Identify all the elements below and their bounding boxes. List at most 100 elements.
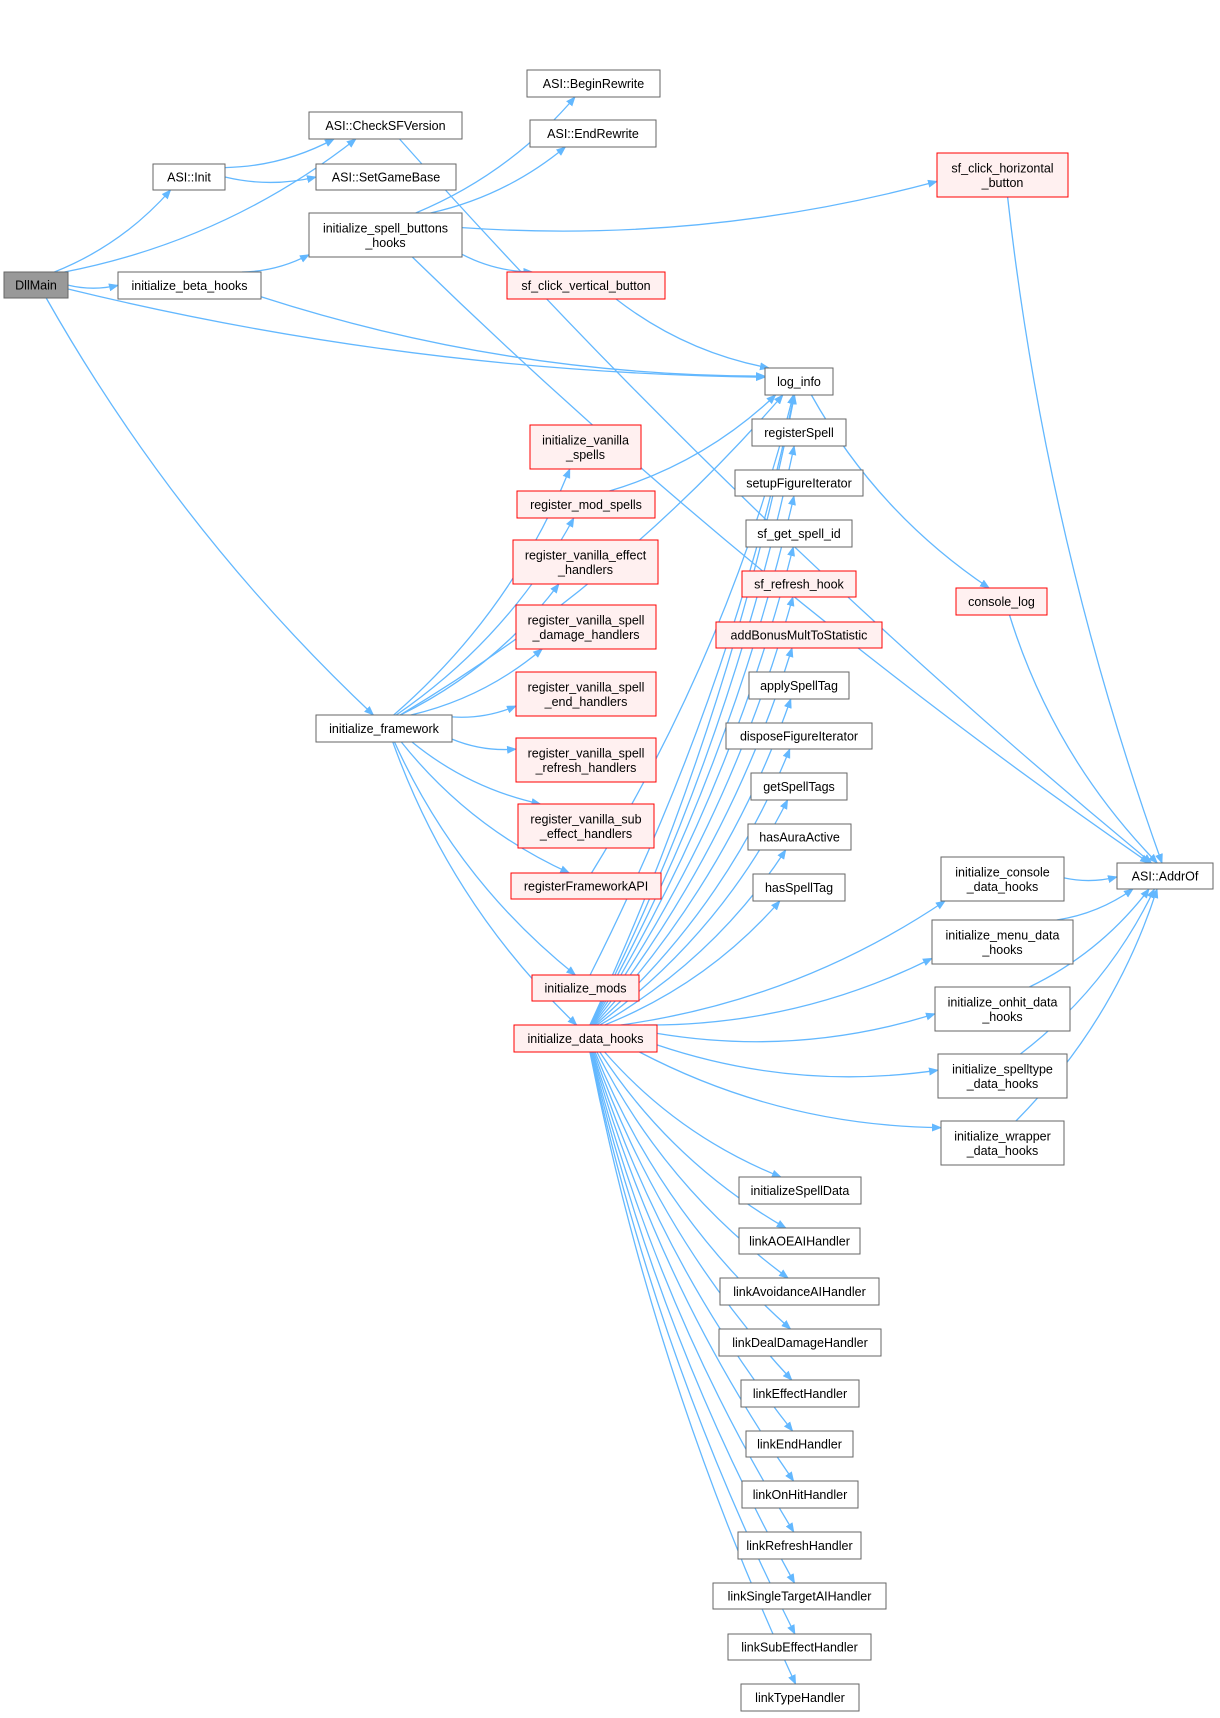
node-init_beta[interactable]: initialize_beta_hooks bbox=[117, 271, 262, 300]
node-linkavoid[interactable]: linkAvoidanceAIHandler bbox=[719, 1277, 880, 1306]
node-getspelltags[interactable]: getSpellTags bbox=[750, 772, 848, 801]
node-box bbox=[752, 873, 846, 902]
node-label: _data_hooks bbox=[966, 1077, 1039, 1091]
node-box bbox=[936, 152, 1069, 198]
node-linkdeal[interactable]: linkDealDamageHandler bbox=[718, 1328, 882, 1357]
node-init_console[interactable]: initialize_console_data_hooks bbox=[940, 856, 1065, 902]
node-box bbox=[308, 212, 463, 258]
node-box bbox=[751, 418, 847, 447]
node-log_info[interactable]: log_info bbox=[764, 367, 834, 396]
edge-init_data-to-init_menu bbox=[643, 957, 933, 1026]
edge-init_onhit-to-addrof bbox=[1029, 888, 1150, 988]
node-label: _end_handlers bbox=[544, 695, 628, 709]
node-hasspelltag[interactable]: hasSpellTag bbox=[752, 873, 846, 902]
node-dllmain[interactable]: DllMain bbox=[3, 271, 69, 299]
edge-console_log-to-addrof bbox=[1008, 614, 1158, 864]
node-box bbox=[737, 1531, 862, 1560]
node-label: applySpellTag bbox=[760, 679, 838, 693]
node-init_menu[interactable]: initialize_menu_data_hooks bbox=[931, 919, 1074, 965]
node-disposefig[interactable]: disposeFigureIterator bbox=[725, 722, 873, 750]
node-box bbox=[529, 119, 657, 148]
edge-dllmain-to-log_info bbox=[67, 288, 766, 382]
node-beginrewrite[interactable]: ASI::BeginRewrite bbox=[526, 69, 661, 98]
edge-init_fw-to-init_mods bbox=[393, 741, 577, 976]
node-addrof[interactable]: ASI::AddrOf bbox=[1116, 862, 1214, 890]
node-setgamebase[interactable]: ASI::SetGameBase bbox=[315, 163, 457, 191]
node-box bbox=[940, 1120, 1065, 1166]
node-reg_fwapi[interactable]: registerFrameworkAPI bbox=[510, 872, 662, 900]
node-label: log_info bbox=[777, 375, 821, 389]
edge-init_data-to-sfgetspellid bbox=[590, 546, 795, 1026]
node-sf_click_vertical[interactable]: sf_click_vertical_button bbox=[506, 271, 666, 300]
edge-init_menu-to-addrof bbox=[1056, 888, 1134, 921]
node-addbonus[interactable]: addBonusMultToStatistic bbox=[715, 621, 883, 649]
edge-init_data-to-init_console bbox=[620, 900, 946, 1026]
node-box bbox=[747, 823, 852, 851]
node-init_vanilla_spells[interactable]: initialize_vanilla_spells bbox=[529, 424, 642, 470]
node-reg_end[interactable]: register_vanilla_spell_end_handlers bbox=[515, 671, 657, 717]
node-linkaoe[interactable]: linkAOEAIHandler bbox=[738, 1227, 861, 1255]
node-label: register_vanilla_effect bbox=[525, 548, 647, 562]
node-init_data[interactable]: initialize_data_hooks bbox=[513, 1024, 658, 1053]
node-box bbox=[741, 1480, 859, 1509]
node-reg_damage[interactable]: register_vanilla_spell_damage_handlers bbox=[515, 604, 657, 650]
edge-init_data-to-hasspelltag bbox=[604, 900, 781, 1026]
node-label: ASI::EndRewrite bbox=[547, 127, 639, 141]
node-label: linkSingleTargetAIHandler bbox=[728, 1590, 872, 1604]
node-reg_mod_spells[interactable]: register_mod_spells bbox=[516, 490, 656, 519]
node-init_wrapper[interactable]: initialize_wrapper_data_hooks bbox=[940, 1120, 1065, 1166]
node-box bbox=[715, 621, 883, 649]
node-box bbox=[718, 1328, 882, 1357]
node-label: initialize_mods bbox=[545, 982, 627, 996]
node-sf_click_horizontal[interactable]: sf_click_horizontal_button bbox=[936, 152, 1069, 198]
node-linkeffect[interactable]: linkEffectHandler bbox=[740, 1379, 860, 1408]
node-init_spelltype[interactable]: initialize_spelltype_data_hooks bbox=[937, 1053, 1068, 1099]
node-linkrefresh[interactable]: linkRefreshHandler bbox=[737, 1531, 862, 1560]
node-asi_init[interactable]: ASI::Init bbox=[152, 163, 226, 191]
node-console_log[interactable]: console_log bbox=[955, 587, 1048, 616]
node-linksingle[interactable]: linkSingleTargetAIHandler bbox=[712, 1582, 887, 1610]
edge-init_data-to-init_spelltype bbox=[656, 1044, 939, 1078]
node-label: linkEffectHandler bbox=[753, 1387, 847, 1401]
edge-init_console-to-addrof bbox=[1063, 875, 1118, 884]
node-linktype[interactable]: linkTypeHandler bbox=[740, 1683, 860, 1712]
node-applyspelltag[interactable]: applySpellTag bbox=[748, 671, 850, 700]
node-reg_refresh[interactable]: register_vanilla_spell_refresh_handlers bbox=[515, 737, 657, 783]
edge-checksf-to-addrof bbox=[399, 138, 1153, 864]
edge-init_fw-to-reg_end bbox=[451, 705, 517, 718]
node-box bbox=[308, 111, 463, 140]
node-box bbox=[531, 974, 640, 1002]
edge-dllmain-to-init_fw bbox=[45, 297, 375, 716]
edge-dllmain-to-asi_init bbox=[54, 189, 172, 273]
node-endrewrite[interactable]: ASI::EndRewrite bbox=[529, 119, 657, 148]
node-sfgetspellid[interactable]: sf_get_spell_id bbox=[745, 519, 853, 548]
node-label: ASI::AddrOf bbox=[1132, 870, 1199, 884]
node-init_spellbtn[interactable]: initialize_spell_buttons_hooks bbox=[308, 212, 463, 258]
node-box bbox=[1116, 862, 1214, 890]
node-box bbox=[719, 1277, 880, 1306]
node-initspelldata[interactable]: initializeSpellData bbox=[738, 1176, 862, 1205]
node-label: hasSpellTag bbox=[765, 881, 833, 895]
node-init_onhit[interactable]: initialize_onhit_data_hooks bbox=[934, 986, 1071, 1032]
node-label: register_vanilla_spell bbox=[528, 680, 645, 694]
node-label: _hooks bbox=[981, 943, 1022, 957]
node-linkend[interactable]: linkEndHandler bbox=[745, 1430, 854, 1458]
node-registerspell[interactable]: registerSpell bbox=[751, 418, 847, 447]
node-init_fw[interactable]: initialize_framework bbox=[315, 714, 453, 743]
node-label: registerFrameworkAPI bbox=[524, 880, 648, 894]
node-setupfig[interactable]: setupFigureIterator bbox=[734, 469, 864, 497]
node-linksub[interactable]: linkSubEffectHandler bbox=[727, 1633, 872, 1661]
node-reg_sub[interactable]: register_vanilla_sub_effect_handlers bbox=[517, 803, 655, 849]
node-label: setupFigureIterator bbox=[746, 477, 852, 491]
node-label: linkTypeHandler bbox=[755, 1691, 845, 1705]
node-hasaura[interactable]: hasAuraActive bbox=[747, 823, 852, 851]
node-sfrefresh[interactable]: sf_refresh_hook bbox=[741, 570, 857, 598]
node-label: linkEndHandler bbox=[757, 1438, 842, 1452]
node-reg_effect[interactable]: register_vanilla_effect_handlers bbox=[512, 539, 659, 585]
node-init_mods[interactable]: initialize_mods bbox=[531, 974, 640, 1002]
node-label: linkRefreshHandler bbox=[746, 1539, 852, 1553]
node-checksf[interactable]: ASI::CheckSFVersion bbox=[308, 111, 463, 140]
node-linkonhit[interactable]: linkOnHitHandler bbox=[741, 1480, 859, 1509]
node-label: _data_hooks bbox=[966, 1144, 1039, 1158]
